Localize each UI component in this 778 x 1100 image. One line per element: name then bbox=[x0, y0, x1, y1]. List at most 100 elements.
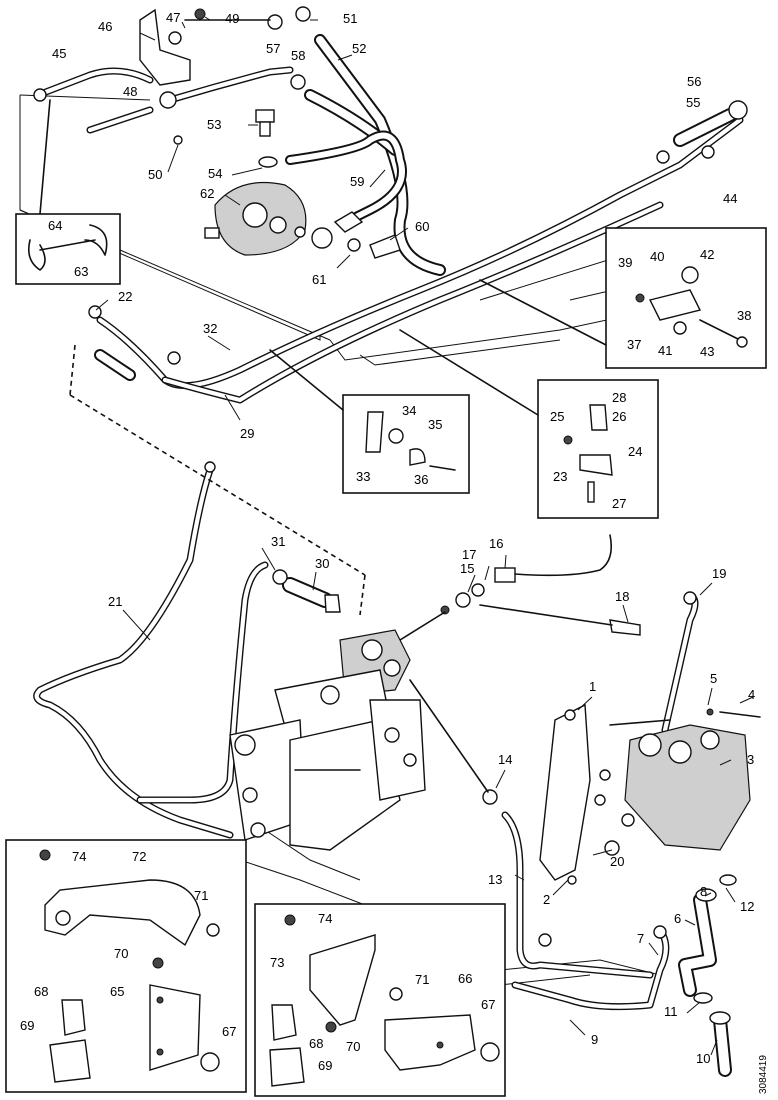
callout-38: 38 bbox=[737, 308, 752, 323]
callout-68a: 68 bbox=[34, 984, 49, 999]
callout-74b: 74 bbox=[318, 911, 333, 926]
callout-63: 63 bbox=[74, 264, 89, 279]
callout-43: 43 bbox=[700, 344, 715, 359]
callout-21: 21 bbox=[108, 594, 123, 609]
callout-8: 8 bbox=[700, 884, 708, 899]
fitting-22-30-31 bbox=[88, 305, 341, 613]
callout-16: 16 bbox=[489, 536, 504, 551]
callout-60: 60 bbox=[415, 219, 430, 234]
callout-4: 4 bbox=[748, 687, 756, 702]
pump-62 bbox=[204, 182, 401, 259]
detail-box-63-64 bbox=[15, 99, 121, 285]
callout-32: 32 bbox=[203, 321, 218, 336]
callout-2: 2 bbox=[543, 892, 551, 907]
callout-41: 41 bbox=[658, 343, 673, 358]
callout-62: 62 bbox=[200, 186, 215, 201]
callout-74a: 74 bbox=[72, 849, 87, 864]
callout-1: 1 bbox=[589, 679, 597, 694]
callout-50: 50 bbox=[148, 167, 163, 182]
callout-24: 24 bbox=[628, 444, 643, 459]
bracket-46 bbox=[139, 6, 311, 145]
callout-71b: 71 bbox=[415, 972, 430, 987]
callout-49: 49 bbox=[225, 11, 240, 26]
callout-68b: 68 bbox=[309, 1036, 324, 1051]
callout-35: 35 bbox=[428, 417, 443, 432]
callout-25: 25 bbox=[550, 409, 565, 424]
callout-26: 26 bbox=[612, 409, 627, 424]
callout-44: 44 bbox=[723, 191, 738, 206]
tube-57 bbox=[86, 66, 294, 134]
callout-30: 30 bbox=[315, 556, 330, 571]
callout-55: 55 bbox=[686, 95, 701, 110]
callout-39: 39 bbox=[618, 255, 633, 270]
callout-33: 33 bbox=[356, 469, 371, 484]
callout-23: 23 bbox=[553, 469, 568, 484]
callout-51: 51 bbox=[343, 11, 358, 26]
callout-29: 29 bbox=[240, 426, 255, 441]
callout-12: 12 bbox=[740, 899, 755, 914]
leader-lines bbox=[95, 16, 754, 1056]
callout-31: 31 bbox=[271, 534, 286, 549]
callout-52: 52 bbox=[352, 41, 367, 56]
callout-13: 13 bbox=[488, 872, 503, 887]
callout-36: 36 bbox=[414, 472, 429, 487]
fitting-53-54 bbox=[255, 109, 278, 168]
callout-19: 19 bbox=[712, 566, 727, 581]
callout-64: 64 bbox=[48, 218, 63, 233]
callout-67b: 67 bbox=[481, 997, 496, 1012]
callout-45: 45 bbox=[52, 46, 67, 61]
callout-59: 59 bbox=[350, 174, 365, 189]
callout-69b: 69 bbox=[318, 1058, 333, 1073]
callout-10: 10 bbox=[696, 1051, 711, 1066]
callout-3: 3 bbox=[747, 752, 755, 767]
callout-5: 5 bbox=[710, 671, 718, 686]
callout-17: 17 bbox=[462, 547, 477, 562]
detail-box-65-74-left bbox=[5, 839, 247, 1093]
tube-32 bbox=[96, 116, 744, 404]
callout-58: 58 bbox=[291, 48, 306, 63]
tubes-6-13 bbox=[501, 811, 737, 1077]
callout-6: 6 bbox=[674, 911, 682, 926]
callout-22: 22 bbox=[118, 289, 133, 304]
callout-72: 72 bbox=[132, 849, 147, 864]
callout-47: 47 bbox=[166, 10, 181, 25]
callout-67a: 67 bbox=[222, 1024, 237, 1039]
callout-69a: 69 bbox=[20, 1018, 35, 1033]
valve-3 bbox=[539, 703, 761, 885]
document-number: 3084419 bbox=[758, 1055, 769, 1094]
callout-42: 42 bbox=[700, 247, 715, 262]
callout-71a: 71 bbox=[194, 888, 209, 903]
valve-block bbox=[229, 629, 498, 851]
fitting-55-56 bbox=[656, 100, 748, 164]
callout-70a: 70 bbox=[114, 946, 129, 961]
callout-11: 11 bbox=[664, 1004, 678, 1019]
callout-70b: 70 bbox=[346, 1039, 361, 1054]
callout-27: 27 bbox=[612, 496, 627, 511]
callout-20: 20 bbox=[610, 854, 625, 869]
hose-59 bbox=[285, 130, 407, 225]
callout-65: 65 bbox=[110, 984, 125, 999]
dashed-leaders bbox=[69, 344, 366, 616]
fittings-15-19 bbox=[399, 534, 699, 734]
detail-box-37-43 bbox=[479, 227, 767, 369]
callout-57: 57 bbox=[266, 41, 281, 56]
callout-9: 9 bbox=[591, 1032, 599, 1047]
callout-34: 34 bbox=[402, 403, 417, 418]
detail-box-23-28 bbox=[399, 329, 659, 519]
callout-54: 54 bbox=[208, 166, 223, 181]
callout-46: 46 bbox=[98, 19, 113, 34]
callout-73: 73 bbox=[270, 955, 285, 970]
callout-61: 61 bbox=[312, 272, 327, 287]
callout-18: 18 bbox=[615, 589, 630, 604]
callout-40: 40 bbox=[650, 249, 665, 264]
callout-53: 53 bbox=[207, 117, 222, 132]
callout-15: 15 bbox=[460, 561, 475, 576]
callout-37: 37 bbox=[627, 337, 642, 352]
tube-45 bbox=[33, 67, 154, 102]
callout-48: 48 bbox=[123, 84, 138, 99]
detail-box-66-74-right bbox=[254, 903, 506, 1097]
tube-21 bbox=[33, 461, 269, 839]
callout-28: 28 bbox=[612, 390, 627, 405]
